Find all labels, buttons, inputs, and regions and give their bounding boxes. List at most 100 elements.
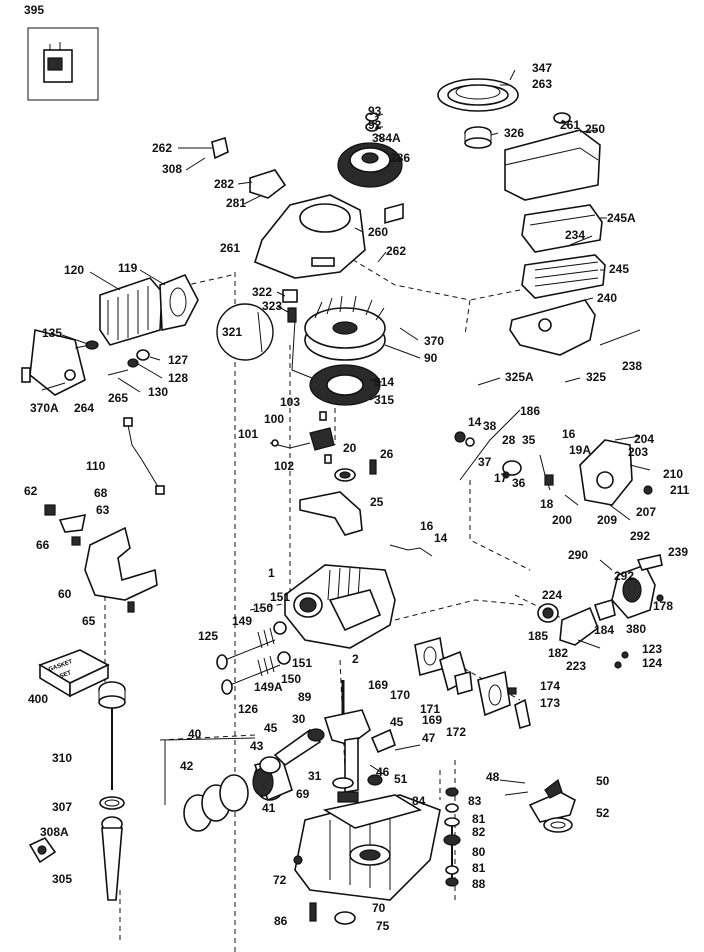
part-label-69: 69 [296, 787, 310, 801]
part-label-124: 124 [642, 656, 662, 670]
part-label-310: 310 [52, 751, 72, 765]
part-label-322: 322 [252, 285, 272, 299]
part-label-19a: 19A [569, 443, 591, 457]
part-label-62: 62 [24, 484, 38, 498]
part-label-86: 86 [274, 914, 288, 928]
detail-321-circle [216, 289, 298, 361]
part-label-41: 41 [262, 801, 276, 815]
part-label-127: 127 [168, 353, 188, 367]
part-label-347: 347 [532, 61, 552, 75]
part-label-203: 203 [628, 445, 648, 459]
part-label-370a: 370A [30, 401, 59, 415]
air-cleaner-base-240 [509, 299, 641, 356]
part-label-2: 2 [352, 652, 359, 666]
control-bracket-200 [564, 435, 653, 521]
part-label-170: 170 [390, 688, 410, 702]
part-label-1: 1 [268, 566, 275, 580]
part-label-126: 126 [238, 702, 258, 716]
part-label-262: 262 [152, 141, 172, 155]
part-label-45: 45 [390, 715, 404, 729]
part-label-135: 135 [42, 326, 62, 340]
cylinder-head-120 [99, 277, 163, 346]
part-label-43: 43 [250, 739, 264, 753]
plug-326 [464, 126, 492, 149]
part-label-224: 224 [542, 588, 562, 602]
air-cleaner-cover-250 [504, 112, 601, 201]
part-label-308: 308 [162, 162, 182, 176]
gasket-172 [454, 670, 531, 730]
part-label-16: 16 [420, 519, 434, 533]
part-label-169: 169 [422, 713, 442, 727]
part-label-171: 171 [420, 702, 440, 716]
part-label-239: 239 [668, 545, 688, 559]
air-cleaner-ring [437, 78, 519, 112]
part-label-31: 31 [308, 769, 322, 783]
part-label-28: 28 [502, 433, 516, 447]
alternator-315 [291, 319, 381, 406]
part-label-308a: 308A [40, 825, 69, 839]
part-label-20: 20 [343, 441, 357, 455]
part-label-325: 325 [586, 370, 606, 384]
part-label-370: 370 [424, 334, 444, 348]
part-label-149a: 149A [254, 680, 283, 694]
part-label-149: 149 [232, 614, 252, 628]
part-label-123: 123 [642, 642, 662, 656]
part-label-223: 223 [566, 659, 586, 673]
part-label-281: 281 [226, 196, 246, 210]
part-label-290: 290 [568, 548, 588, 562]
part-label-35: 35 [522, 433, 536, 447]
part-label-174: 174 [540, 679, 560, 693]
part-label-204: 204 [634, 432, 654, 446]
part-label-66: 66 [36, 538, 50, 552]
part-label-260: 260 [368, 225, 388, 239]
air-filter-245 [521, 254, 606, 299]
part-label-323: 323 [262, 299, 282, 313]
part-label-89: 89 [298, 690, 312, 704]
part-label-75: 75 [376, 919, 390, 933]
part-label-38: 38 [483, 419, 497, 433]
part-label-321: 321 [222, 325, 242, 339]
part-label-80: 80 [472, 845, 486, 859]
part-label-83: 83 [468, 794, 482, 808]
part-label-93: 93 [368, 104, 382, 118]
part-label-265: 265 [108, 391, 128, 405]
part-label-325a: 325A [505, 370, 534, 384]
part-label-82: 82 [472, 825, 486, 839]
part-label-84: 84 [412, 794, 426, 808]
part-label-169: 169 [368, 678, 388, 692]
part-label-65: 65 [82, 614, 96, 628]
connecting-rod-45 [259, 728, 325, 774]
part-label-211: 211 [670, 483, 690, 497]
part-label-42: 42 [180, 759, 194, 773]
part-label-173: 173 [540, 696, 560, 710]
gasket-169 [414, 636, 446, 677]
part-label-172: 172 [446, 725, 466, 739]
seal-20 [334, 459, 377, 482]
part-label-120: 120 [64, 263, 84, 277]
part-label-90: 90 [424, 351, 438, 365]
breather-plate-264 [21, 329, 150, 396]
part-label-17: 17 [494, 471, 508, 485]
part-label-50: 50 [596, 774, 610, 788]
part-label-234: 234 [565, 228, 585, 242]
valves [216, 621, 291, 695]
part-label-282: 282 [214, 177, 234, 191]
part-label-81: 81 [472, 812, 486, 826]
part-label-240: 240 [597, 291, 617, 305]
part-label-92: 92 [368, 118, 382, 132]
part-label-14: 14 [468, 415, 482, 429]
part-label-185: 185 [528, 629, 548, 643]
part-label-68: 68 [94, 486, 108, 500]
bracket-60 [44, 504, 158, 613]
part-label-37: 37 [478, 455, 492, 469]
pre-cleaner-245A [521, 204, 603, 253]
part-label-238: 238 [622, 359, 642, 373]
part-label-45: 45 [264, 721, 278, 735]
part-label-110: 110 [86, 459, 106, 473]
part-label-200: 200 [552, 513, 572, 527]
part-label-151: 151 [270, 590, 290, 604]
part-label-262: 262 [386, 244, 406, 258]
part-395-box [27, 27, 99, 101]
